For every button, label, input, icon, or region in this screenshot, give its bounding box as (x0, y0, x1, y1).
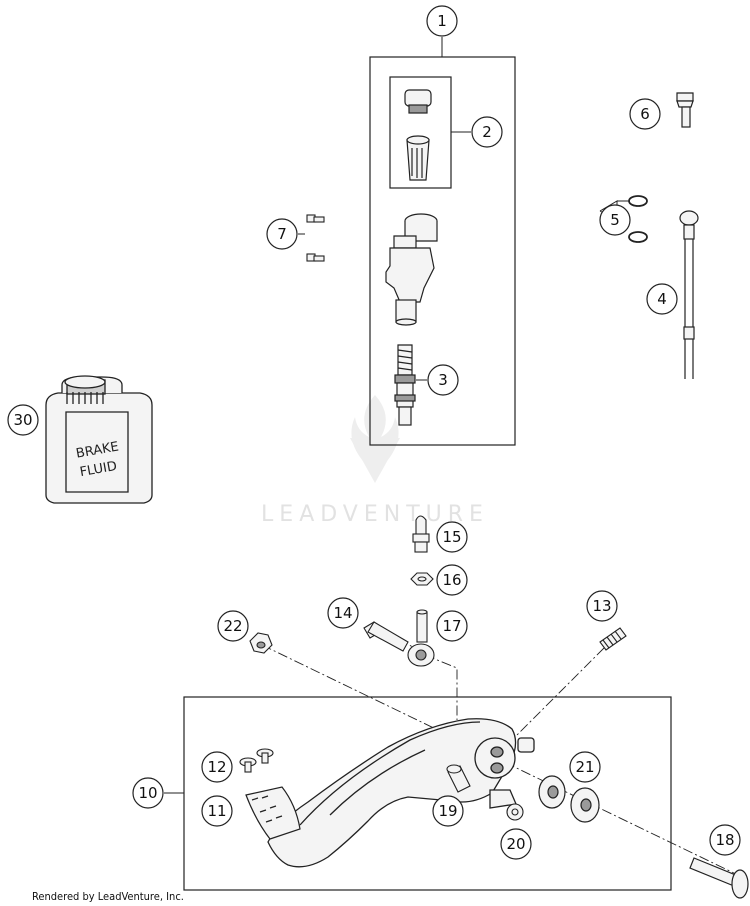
callout-12: 12 (201, 751, 233, 783)
svg-text:16: 16 (442, 571, 461, 589)
callout-5: 5 (599, 204, 631, 236)
master-cylinder-body (385, 213, 438, 326)
reservoir-cap-and-filter (404, 89, 432, 181)
bushing (506, 803, 524, 821)
svg-text:7: 7 (277, 225, 287, 243)
brake-line (679, 210, 699, 379)
callout-17: 17 (436, 610, 468, 642)
svg-text:12: 12 (207, 758, 226, 776)
sleeve (446, 764, 471, 793)
watermark: LEADVENTURE (261, 395, 483, 527)
svg-text:14: 14 (333, 604, 352, 622)
step-plate-screws (239, 748, 274, 773)
pedal-bolt (363, 621, 409, 652)
callout-19: 19 (432, 795, 464, 827)
svg-text:30: 30 (13, 411, 32, 429)
callout-10: 10 (132, 777, 164, 809)
svg-text:1: 1 (437, 12, 447, 30)
svg-text:10: 10 (138, 784, 157, 802)
svg-text:19: 19 (438, 802, 457, 820)
clevis (407, 609, 435, 667)
svg-text:2: 2 (482, 123, 492, 141)
piston-kit (394, 344, 416, 426)
bottle-label-fluid: FLUID (79, 459, 118, 480)
bottle-label-brake: BRAKE (75, 439, 120, 461)
svg-text:21: 21 (575, 758, 594, 776)
callout-2: 2 (471, 116, 503, 148)
brake-pedal (267, 718, 535, 868)
clevis-pin (412, 515, 430, 553)
svg-text:13: 13 (592, 597, 611, 615)
callout-20: 20 (500, 828, 532, 860)
callout-11: 11 (201, 795, 233, 827)
callout-7: 7 (266, 218, 298, 250)
brake-fluid-bottle: BRAKE FLUID (45, 375, 153, 504)
footer-credit: Rendered by LeadVenture, Inc. (32, 890, 184, 903)
svg-text:20: 20 (506, 835, 525, 853)
svg-text:4: 4 (657, 290, 667, 308)
svg-text:18: 18 (715, 831, 734, 849)
pedal-nut (249, 632, 273, 654)
callouts: 1 2 3 4 5 6 7 10 11 12 13 14 15 16 17 18… (7, 5, 741, 860)
callout-15: 15 (436, 521, 468, 553)
callout-18: 18 (709, 824, 741, 856)
pivot-bolt (689, 857, 749, 899)
sealing-washers (628, 195, 648, 243)
callout-6: 6 (629, 98, 661, 130)
callout-22: 22 (217, 610, 249, 642)
bearings (538, 775, 600, 823)
callout-13: 13 (586, 590, 618, 622)
return-spring (599, 627, 627, 651)
step-plate (245, 786, 301, 840)
svg-text:5: 5 (610, 211, 620, 229)
svg-text:11: 11 (207, 802, 226, 820)
svg-text:6: 6 (640, 105, 650, 123)
svg-text:3: 3 (438, 371, 448, 389)
svg-text:15: 15 (442, 528, 461, 546)
callout-21: 21 (569, 751, 601, 783)
svg-text:22: 22 (223, 617, 242, 635)
callout-14: 14 (327, 597, 359, 629)
callout-3: 3 (427, 364, 459, 396)
svg-text:17: 17 (442, 617, 461, 635)
screws (306, 214, 325, 262)
banjo-bolt (676, 92, 694, 128)
callout-16: 16 (436, 564, 468, 596)
callout-4: 4 (646, 283, 678, 315)
leader-lines (164, 37, 630, 794)
hex-nut (410, 572, 434, 586)
callout-1: 1 (426, 5, 458, 37)
callout-30: 30 (7, 404, 39, 436)
